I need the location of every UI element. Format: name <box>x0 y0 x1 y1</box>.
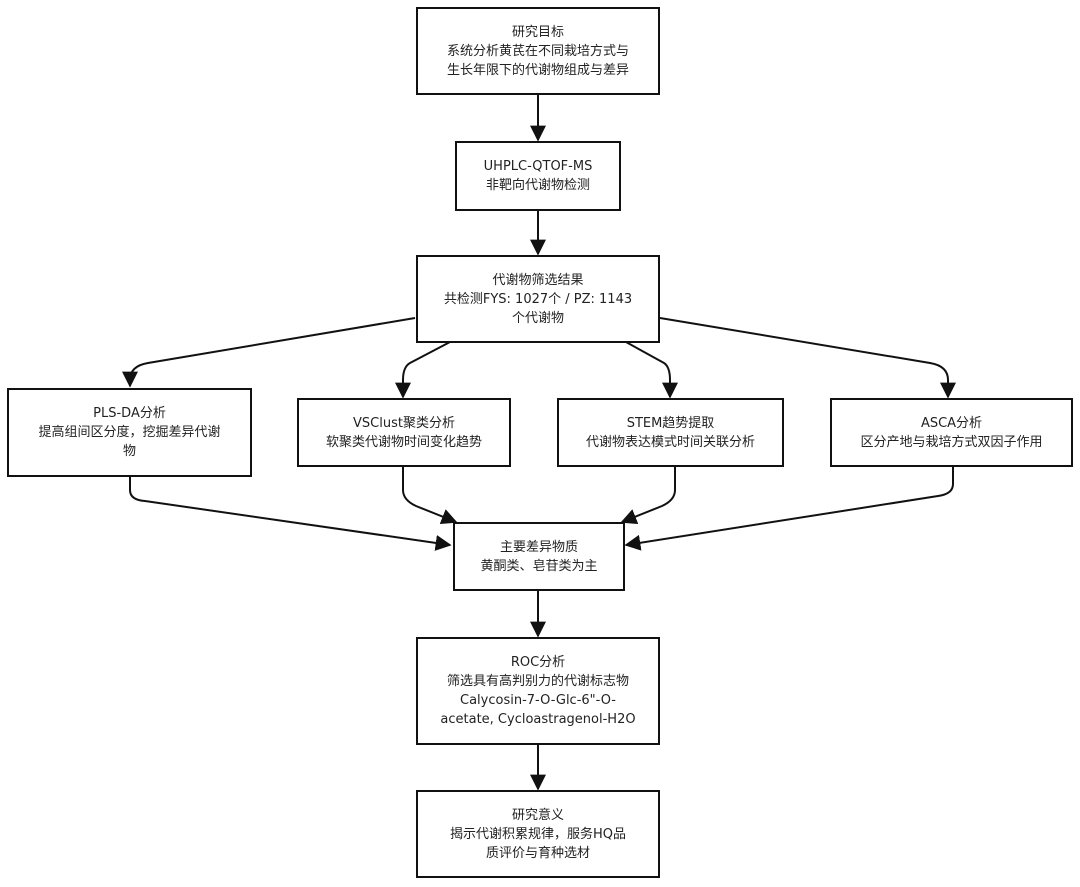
node-roc: ROC分析 筛选具有高判别力的代谢标志物 Calycosin-7-O-Glc-6… <box>416 637 660 745</box>
edge-screen-plsda <box>122 317 416 388</box>
node-main-line-2: 黄酮类、皂苷类为主 <box>480 558 598 574</box>
node-goal-line-3: 生长年限下的代谢物组成与差异 <box>446 62 629 78</box>
node-roc-line-3: Calycosin-7-O-Glc-6"-O- <box>460 693 616 708</box>
node-plsda-line-3: 物 <box>122 444 136 459</box>
node-meaning-line-2: 揭示代谢积累规律，服务HQ品 <box>449 826 626 842</box>
edge-plsda-main <box>129 476 452 551</box>
node-goal-line-2: 系统分析黄芪在不同栽培方式与 <box>446 43 629 59</box>
node-plsda-line-1: PLS-DA分析 <box>93 406 166 421</box>
node-screen: 代谢物筛选结果 共检测FYS: 1027个 / PZ: 1143 个代谢物 <box>416 255 660 343</box>
edge-screen-asca <box>659 317 956 399</box>
node-asca-line-2: 区分产地与栽培方式双因子作用 <box>860 434 1043 450</box>
node-roc-line-4: acetate, Cycloastragenol-H2O <box>440 712 636 727</box>
edge-stem-main <box>620 466 676 525</box>
node-asca: ASCA分析 区分产地与栽培方式双因子作用 <box>830 398 1073 467</box>
node-meaning-line-1: 研究意义 <box>511 807 564 823</box>
node-detect: UHPLC-QTOF-MS 非靶向代谢物检测 <box>455 141 621 211</box>
node-stem-line-1: STEM趋势提取 <box>626 415 715 431</box>
node-vsclust-line-1: VSClust聚类分析 <box>353 415 455 431</box>
node-stem-line-2: 代谢物表达模式时间关联分析 <box>585 434 755 450</box>
edge-vsclust-main <box>402 466 458 525</box>
node-asca-line-1: ASCA分析 <box>920 415 983 431</box>
node-screen-line-3: 个代谢物 <box>511 310 564 326</box>
node-main: 主要差异物质 黄酮类、皂苷类为主 <box>453 522 625 591</box>
node-roc-line-1: ROC分析 <box>510 655 566 670</box>
node-meaning-line-3: 质评价与育种选材 <box>485 845 590 861</box>
node-goal: 研究目标 系统分析黄芪在不同栽培方式与 生长年限下的代谢物组成与差异 <box>416 7 660 95</box>
node-vsclust: VSClust聚类分析 软聚类代谢物时间变化趋势 <box>297 398 511 467</box>
node-screen-line-1: 代谢物筛选结果 <box>492 272 584 288</box>
edge-asca-main <box>624 466 954 551</box>
node-screen-line-2: 共检测FYS: 1027个 / PZ: 1143 <box>443 291 633 307</box>
node-main-line-1: 主要差异物质 <box>499 539 578 555</box>
node-detect-line-1: UHPLC-QTOF-MS <box>483 159 593 174</box>
node-stem: STEM趋势提取 代谢物表达模式时间关联分析 <box>557 398 784 467</box>
node-roc-line-2: 筛选具有高判别力的代谢标志物 <box>446 674 629 689</box>
node-plsda: PLS-DA分析 提高组间区分度，挖掘差异代谢 物 <box>7 388 252 477</box>
node-detect-line-2: 非靶向代谢物检测 <box>485 178 590 193</box>
edge-screen-stem <box>625 341 678 399</box>
node-goal-line-1: 研究目标 <box>511 24 564 40</box>
edge-screen-vsclust <box>395 341 451 399</box>
node-vsclust-line-2: 软聚类代谢物时间变化趋势 <box>325 434 482 450</box>
node-plsda-line-2: 提高组间区分度，挖掘差异代谢 <box>38 425 221 440</box>
node-meaning: 研究意义 揭示代谢积累规律，服务HQ品 质评价与育种选材 <box>416 790 660 878</box>
